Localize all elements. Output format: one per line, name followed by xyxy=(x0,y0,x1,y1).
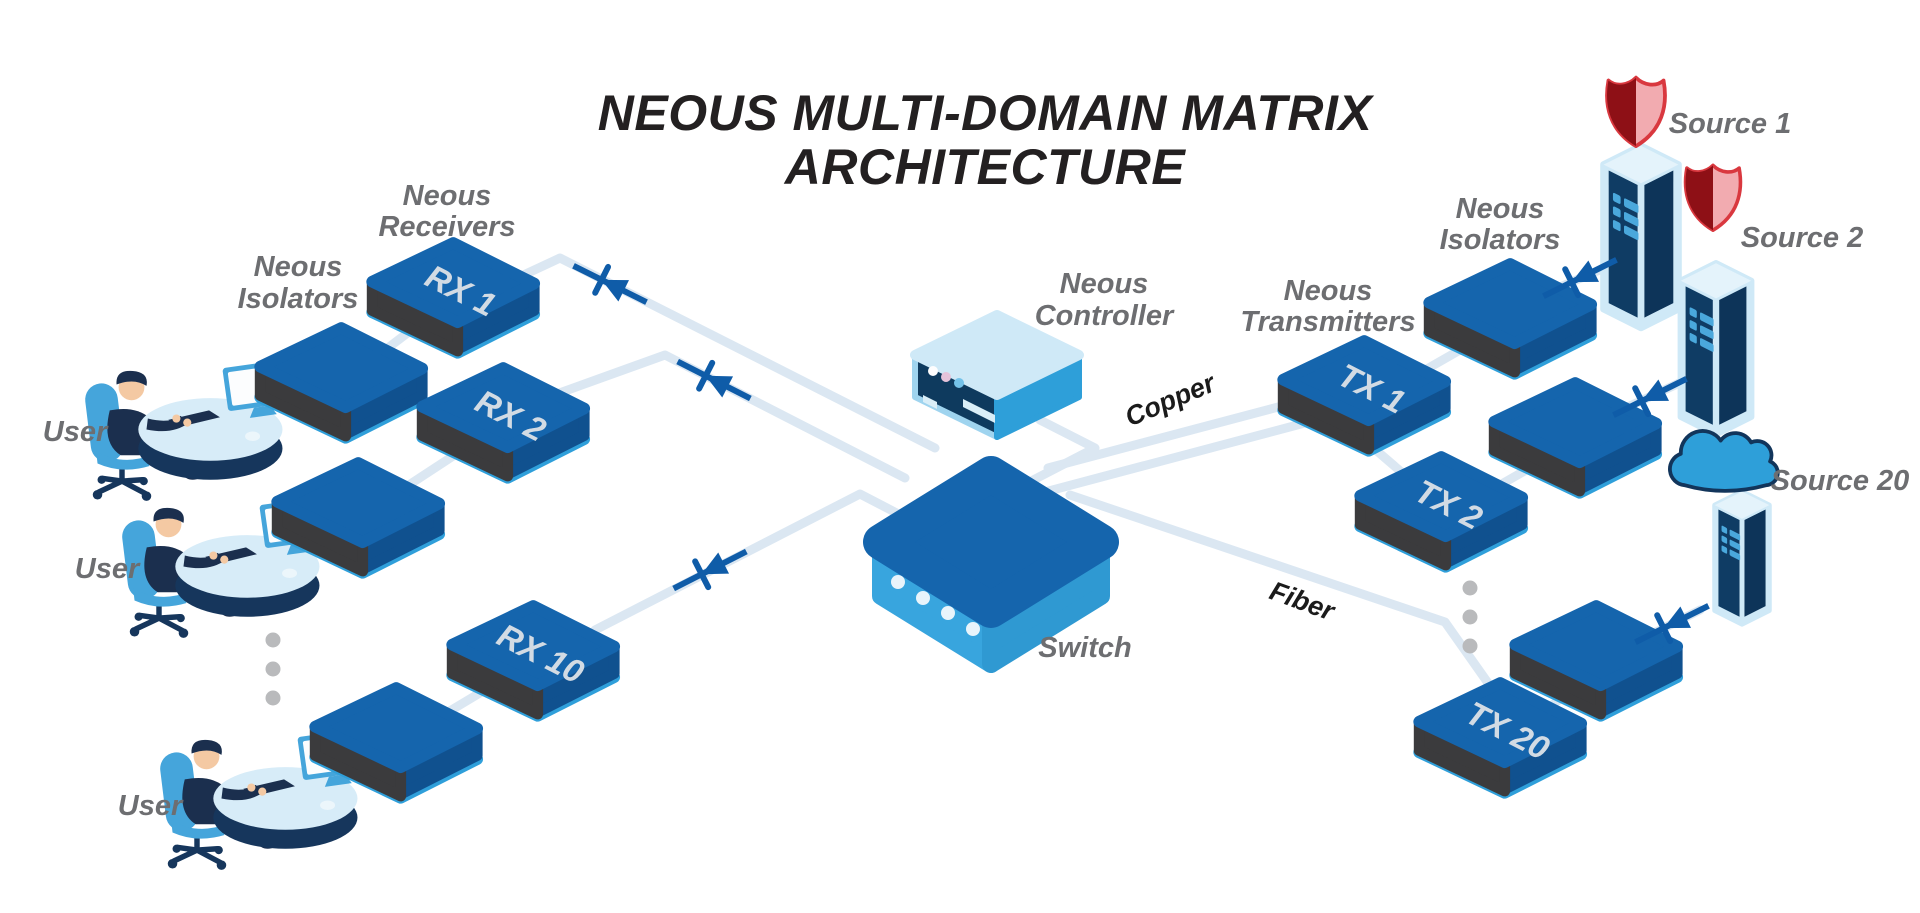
user1-label: User xyxy=(43,416,109,448)
diode-icon-rx1 xyxy=(567,253,653,315)
transmitter-tx1: TX 1 xyxy=(1283,341,1445,451)
transmitter-tx20: TX 20 xyxy=(1419,683,1581,793)
receiver-rx2: RX 2 xyxy=(422,368,584,478)
ellipsis-dots-left xyxy=(265,632,281,706)
ellipsis-dots-right xyxy=(1462,580,1478,654)
isolators-right-group-label-line1: Neous xyxy=(1456,193,1545,225)
link-rx10-switch xyxy=(590,489,915,635)
neous-controller-device xyxy=(910,310,1084,440)
diagram-title-line1: NEOUS MULTI-DOMAIN MATRIX xyxy=(598,85,1375,141)
source20-server xyxy=(1715,491,1770,624)
isolators-left-group-label-line1: Neous xyxy=(254,251,343,283)
source2-shield-icon xyxy=(1683,163,1743,232)
receivers-group-label-line1: Neous xyxy=(403,180,492,212)
transmitters-group-label-line2: Transmitters xyxy=(1240,306,1415,338)
source1-label: Source 1 xyxy=(1669,108,1792,140)
user2-label: User xyxy=(75,553,141,585)
isolators-left-group-label-line2: Isolators xyxy=(238,283,359,315)
receiver-rx1: RX 1 xyxy=(372,243,534,353)
user3-label: User xyxy=(118,790,184,822)
source2-server xyxy=(1681,263,1751,434)
controller-group-label-line2: Controller xyxy=(1035,300,1175,332)
link-rx2-switch xyxy=(535,350,910,483)
switch-led-dots xyxy=(891,575,980,636)
isolators-right-group-label-line2: Isolators xyxy=(1440,224,1561,256)
link-controller-switch xyxy=(1005,415,1100,497)
receiver-rx10: RX 10 xyxy=(452,606,614,716)
source1-shield-icon xyxy=(1605,75,1667,149)
components: RX 1 RX 2 RX 10 xyxy=(83,75,1780,870)
source1-server xyxy=(1604,146,1679,328)
transmitters-group-label-line1: Neous xyxy=(1284,275,1373,307)
source20-cloud-icon xyxy=(1668,429,1780,493)
link-switch-tx20-fiber xyxy=(1065,490,1505,705)
diode-icon-rx2 xyxy=(671,349,757,412)
diode-icon-rx10 xyxy=(667,539,753,602)
switch-device xyxy=(863,456,1119,673)
switch-label: Switch xyxy=(1038,632,1131,664)
source20-label: Source 20 xyxy=(1771,465,1910,497)
controller-group-label-line1: Neous xyxy=(1060,268,1149,300)
transmitter-tx2: TX 2 xyxy=(1360,457,1522,567)
source2-label: Source 2 xyxy=(1741,222,1864,254)
diagram-title-line2: ARCHITECTURE xyxy=(783,139,1187,195)
receivers-group-label-line2: Receivers xyxy=(378,211,515,243)
